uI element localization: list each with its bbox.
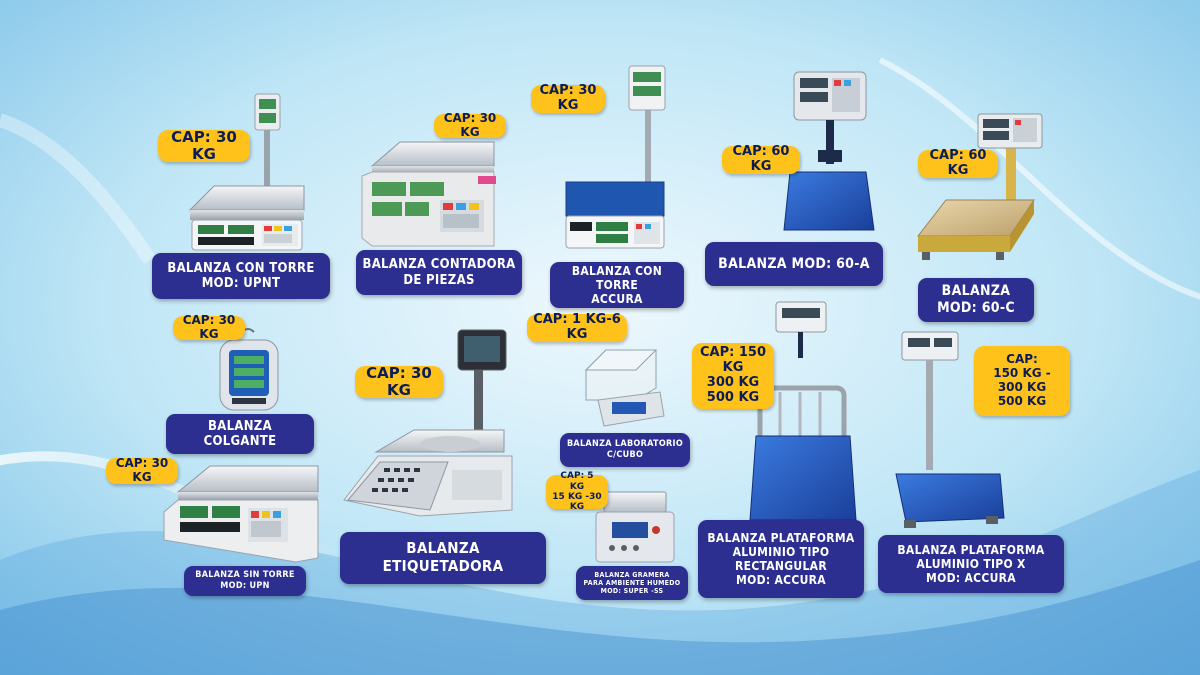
label-line: MOD: ACCURA [926,571,1016,586]
counting-scale-image [361,141,496,247]
capacity-text: CAP: [1006,352,1038,367]
label-line: RECTANGULAR [735,559,827,573]
platform-scale-steel-image [916,113,1043,260]
capacity-text: CAP: 30 KG [171,127,237,163]
capacity-badge-super-ss: CAP: 5 KG 15 KG -30 KG [546,471,608,512]
capacity-badge-upnt: CAP: 30 KG [158,127,250,163]
waterproof-scale-image [595,491,675,563]
label-line: ALUMINIO TIPO [732,544,830,559]
label-printing-scale-image [343,329,513,517]
product-label-mod60c: BALANZA MOD: 60-C [918,278,1034,322]
capacity-badge-plataforma-x: CAP: 150 KG - 300 KG 500 KG [974,346,1070,416]
capacity-text: CAP: 30 KG [443,111,497,139]
capacity-text: CAP: 30 KG [115,456,169,484]
product-label-contadora: BALANZA CONTADORA DE PIEZAS [356,250,522,295]
label-line: BALANZA CONTADORA [362,257,516,273]
label-line: BALANZA PLATAFORMA [897,542,1045,557]
capacity-badge-etiquetadora: CAP: 30 KG [355,363,443,399]
capacity-text: CAP: 60 KG [929,148,987,178]
label-line: COLGANTE [203,434,277,449]
label-line: BALANZA [208,418,272,434]
price-scale-with-tower-image [188,93,305,251]
capacity-text: 500 KG [997,393,1047,408]
capacity-text: CAP: 1 KG-6 KG [533,312,621,342]
product-label-plataforma-rect: BALANZA PLATAFORMA ALUMINIO TIPO RECTANG… [698,520,864,598]
label-line: ACCURA [591,292,643,307]
label-line: BALANZA GRAMERA [594,570,670,579]
x-platform-scale-image [895,331,1005,528]
label-line: MOD: 60-C [937,300,1015,316]
product-label-colgante: BALANZA COLGANTE [166,414,314,454]
product-label-super-ss: BALANZA GRAMERA PARA AMBIENTE HUMEDO MOD… [576,566,688,600]
capacity-text: CAP: 150 KG [700,345,766,376]
label-line: MOD: UPNT [201,276,281,291]
product-label-upn: BALANZA SIN TORRE MOD: UPN [184,566,306,596]
label-line: C/CUBO [606,450,644,460]
capacity-text: CAP: 30 KG [539,83,597,113]
capacity-badge-mod60a: CAP: 60 KG [722,144,800,174]
capacity-badge-accura-tower: CAP: 30 KG [531,83,605,113]
capacity-badge-mod60c: CAP: 60 KG [918,148,998,178]
rectangular-platform-scale-image [749,301,857,521]
capacity-text: 500 KG [706,389,760,405]
capacity-badge-plataforma-rect: CAP: 150 KG 300 KG 500 KG [692,343,774,409]
price-scale-image [163,465,319,563]
product-label-accura-tower: BALANZA CON TORRE ACCURA [550,262,684,308]
label-line: MOD: SUPER -SS [600,587,664,596]
lab-balance-image [584,349,665,427]
product-label-laboratorio: BALANZA LABORATORIO C/CUBO [560,433,690,467]
label-line: ALUMINIO TIPO X [916,556,1026,571]
label-line: BALANZA [941,283,1011,300]
product-label-upnt: BALANZA CON TORRE MOD: UPNT [152,253,330,299]
label-line: BALANZA CON TORRE [571,263,663,292]
label-line: BALANZA MOD: 60-A [718,255,870,272]
label-line: BALANZA CON TORRE [167,260,315,276]
product-label-mod60a: BALANZA MOD: 60-A [705,242,883,286]
label-line: BALANZA [406,539,480,558]
label-line: BALANZA PLATAFORMA [707,530,855,545]
hanging-scale-image [219,328,279,411]
label-line: MOD: UPN [220,581,270,591]
platform-scale-blue-image [783,71,875,231]
capacity-text: 300 KG [706,375,760,390]
label-line: MOD: ACCURA [736,573,826,588]
capacity-text: 150 KG - 300 KG [993,366,1051,394]
capacity-text: CAP: 30 KG [182,313,236,341]
capacity-text: CAP: 60 KG [732,144,790,174]
capacity-badge-upn: CAP: 30 KG [106,456,178,484]
tower-scale-image [565,65,666,249]
capacity-text: CAP: 5 KG [560,471,594,492]
product-label-plataforma-x: BALANZA PLATAFORMA ALUMINIO TIPO X MOD: … [878,535,1064,593]
label-line: DE PIEZAS [403,272,475,288]
label-line: ETIQUETADORA [382,557,504,575]
capacity-text: CAP: 30 KG [366,363,432,399]
product-label-etiquetadora: BALANZA ETIQUETADORA [340,532,546,584]
capacity-badge-laboratorio: CAP: 1 KG-6 KG [527,312,627,342]
capacity-badge-colgante: CAP: 30 KG [173,313,245,341]
label-line: BALANZA LABORATORIO [566,439,684,450]
capacity-text: 15 KG -30 KG [552,492,602,513]
capacity-badge-contadora: CAP: 30 KG [434,111,506,139]
label-line: PARA AMBIENTE HUMEDO [583,578,681,587]
label-line: BALANZA SIN TORRE [195,570,295,581]
